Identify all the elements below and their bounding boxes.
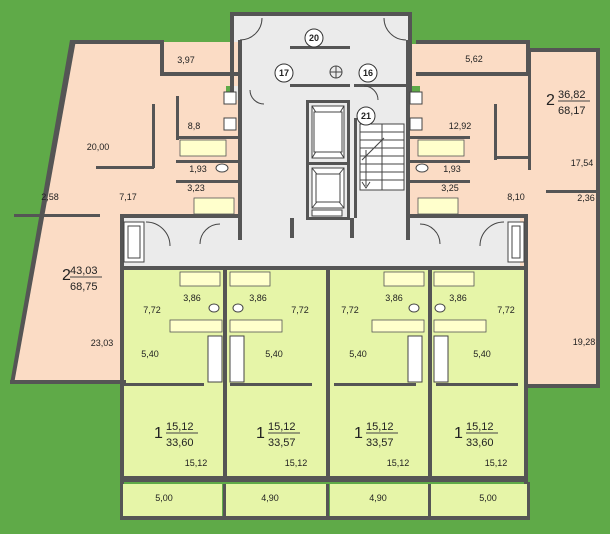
loggia-1 <box>122 484 222 518</box>
fills <box>12 14 598 518</box>
left-apartment-area <box>12 42 240 382</box>
area-label: 8,8 <box>188 121 201 131</box>
area-label: 7,17 <box>119 192 137 202</box>
area-label: 12,92 <box>449 121 472 131</box>
marker-circle-20 <box>304 28 324 48</box>
walls <box>10 12 600 520</box>
wall-front <box>120 476 528 482</box>
area-label: 7,72 <box>291 305 309 315</box>
wall-left-slant <box>10 40 76 384</box>
room-count: 2 <box>546 92 555 109</box>
living-area: 43,03 <box>70 265 98 277</box>
right-two-room-labels: 5,62 12,92 1,93 17,54 3,25 8,10 2,36 19,… <box>441 54 595 347</box>
area-label: 4,90 <box>369 493 387 503</box>
wall-left-top <box>74 40 164 44</box>
wall-left-bottom <box>10 380 126 384</box>
marker-circle-21 <box>356 106 376 126</box>
total-area: 33,60 <box>166 437 194 449</box>
marker-16: 16 <box>363 68 373 78</box>
loggia-2 <box>226 484 326 518</box>
total-area: 33,60 <box>466 437 494 449</box>
area-label: 2,36 <box>577 193 595 203</box>
marker-20: 20 <box>309 33 319 43</box>
wall-right-top <box>416 40 530 44</box>
area-label: 15,12 <box>387 458 410 468</box>
total-area: 68,17 <box>558 105 586 117</box>
room-count: 2 <box>62 267 71 284</box>
area-label: 3,86 <box>385 293 403 303</box>
area-label: 15,12 <box>285 458 308 468</box>
area-label: 3,25 <box>441 183 459 193</box>
wall-right-bottom <box>524 384 600 388</box>
living-area: 15,12 <box>366 421 394 433</box>
area-label: 5,00 <box>479 493 497 503</box>
area-label: 4,90 <box>261 493 279 503</box>
area-label: 7,72 <box>497 305 515 315</box>
area-label: 20,00 <box>87 142 110 152</box>
sanitary <box>169 91 487 383</box>
one-room-1-area <box>124 268 224 476</box>
area-label: 3,23 <box>187 183 205 193</box>
area-label: 5,40 <box>349 349 367 359</box>
area-label: 2,58 <box>41 192 59 202</box>
left-two-room-labels: 3,97 8,8 20,00 1,93 3,23 2,58 7,17 23,03… <box>41 55 207 348</box>
living-area: 36,82 <box>558 89 586 101</box>
area-label: 23,03 <box>91 338 114 348</box>
area-label: 7,72 <box>341 305 359 315</box>
living-area: 15,12 <box>166 421 194 433</box>
area-label: 5,40 <box>473 349 491 359</box>
staircase <box>359 123 405 191</box>
area-label: 17,54 <box>571 158 594 168</box>
marker-21: 21 <box>361 111 371 121</box>
area-label: 3,86 <box>249 293 267 303</box>
area-label: 3,86 <box>449 293 467 303</box>
area-label: 1,93 <box>443 164 461 174</box>
area-label: 15,12 <box>485 458 508 468</box>
left-balcony <box>162 44 224 74</box>
one-room-1-labels: 7,72 3,86 5,40 15,12 5,00 1 15,12 33,60 <box>141 293 207 503</box>
marker-circle-16 <box>358 63 378 83</box>
area-label: 7,72 <box>143 305 161 315</box>
area-label: 5,62 <box>465 54 483 64</box>
wall-core-top <box>230 12 412 16</box>
area-label: 5,40 <box>141 349 159 359</box>
room-count: 1 <box>354 425 363 442</box>
area-label: 15,12 <box>185 458 208 468</box>
right-balcony <box>418 44 526 74</box>
total-area: 33,57 <box>268 437 296 449</box>
area-label: 5,00 <box>155 493 173 503</box>
room-count: 1 <box>256 425 265 442</box>
living-area: 15,12 <box>466 421 494 433</box>
area-label: 8,10 <box>507 192 525 202</box>
living-area: 15,12 <box>268 421 296 433</box>
area-label: 19,28 <box>573 337 596 347</box>
total-area: 33,57 <box>366 437 394 449</box>
room-count: 1 <box>154 425 163 442</box>
marker-17: 17 <box>279 68 289 78</box>
markers: 20 17 16 21 <box>274 28 378 126</box>
area-label: 1,93 <box>189 164 207 174</box>
area-label: 3,86 <box>183 293 201 303</box>
area-label: 3,97 <box>177 55 195 65</box>
loggia-3 <box>330 484 428 518</box>
one-room-2-labels: 3,86 7,72 5,40 15,12 4,90 1 15,12 33,57 <box>249 293 309 503</box>
core-fixtures <box>123 17 525 263</box>
wall-right-outer <box>596 48 600 388</box>
marker-circle-17 <box>274 63 294 83</box>
one-room-3-labels: 7,72 3,86 5,40 15,12 4,90 1 15,12 33,57 <box>341 293 409 503</box>
loggia-4 <box>430 484 528 518</box>
common-corridor <box>122 216 526 268</box>
area-label: 5,40 <box>265 349 283 359</box>
total-area: 68,75 <box>70 281 98 293</box>
loggia-rail <box>120 516 530 520</box>
one-room-4-labels: 3,86 7,72 5,40 15,12 5,00 1 15,12 33,60 <box>449 293 515 503</box>
room-count: 1 <box>454 425 463 442</box>
